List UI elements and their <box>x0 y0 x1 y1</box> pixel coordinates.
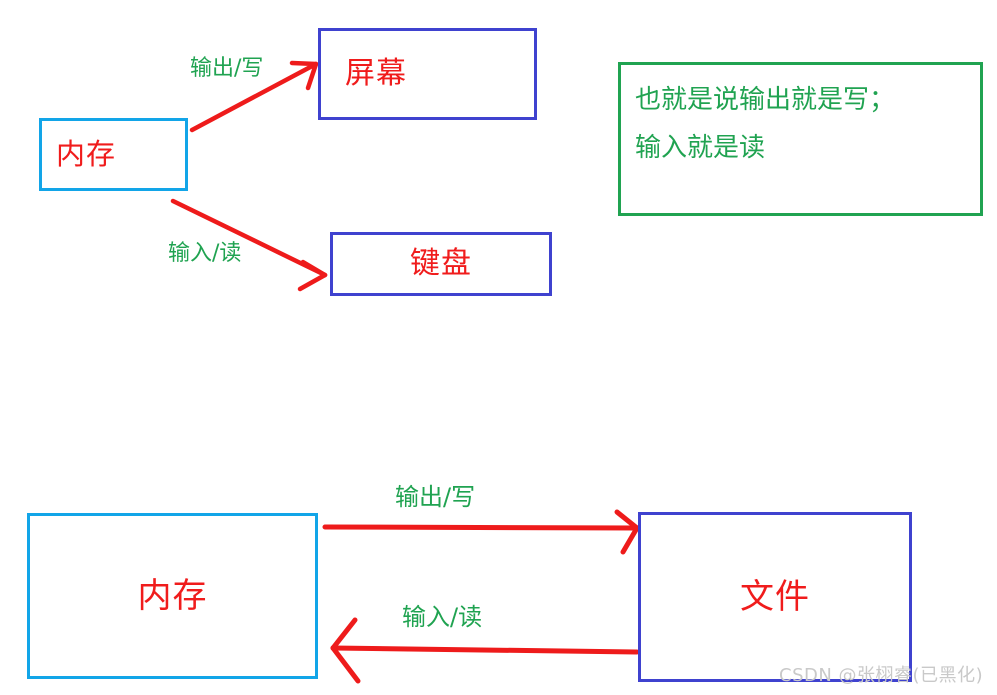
arrow-memory-to-file <box>322 509 640 555</box>
edge-label-memory-to-screen: 输出/写 <box>190 56 264 81</box>
node-memory-top: 内存 <box>39 118 188 191</box>
node-memory-top-label: 内存 <box>56 137 117 171</box>
node-keyboard-label: 键盘 <box>410 246 472 281</box>
node-keyboard: 键盘 <box>330 232 552 296</box>
node-screen-label: 屏幕 <box>345 56 407 91</box>
edge-label-file-to-memory: 输入/读 <box>402 603 483 631</box>
note-line-2: 输入就是读 <box>635 133 766 163</box>
note-box: 也就是说输出就是写； 输入就是读 <box>618 62 983 216</box>
edge-label-memory-to-keyboard: 输入/读 <box>168 241 242 266</box>
node-file: 文件 <box>638 512 912 682</box>
node-file-label: 文件 <box>740 577 810 617</box>
edge-label-memory-to-file: 输出/写 <box>395 483 476 511</box>
note-line-1: 也就是说输出就是写； <box>635 85 896 115</box>
node-screen: 屏幕 <box>318 28 537 120</box>
arrow-file-to-memory <box>330 617 640 684</box>
node-memory-bottom-label: 内存 <box>137 576 208 616</box>
node-memory-bottom: 内存 <box>27 513 318 679</box>
watermark: CSDN @张栩睿(已黑化) <box>779 665 984 686</box>
